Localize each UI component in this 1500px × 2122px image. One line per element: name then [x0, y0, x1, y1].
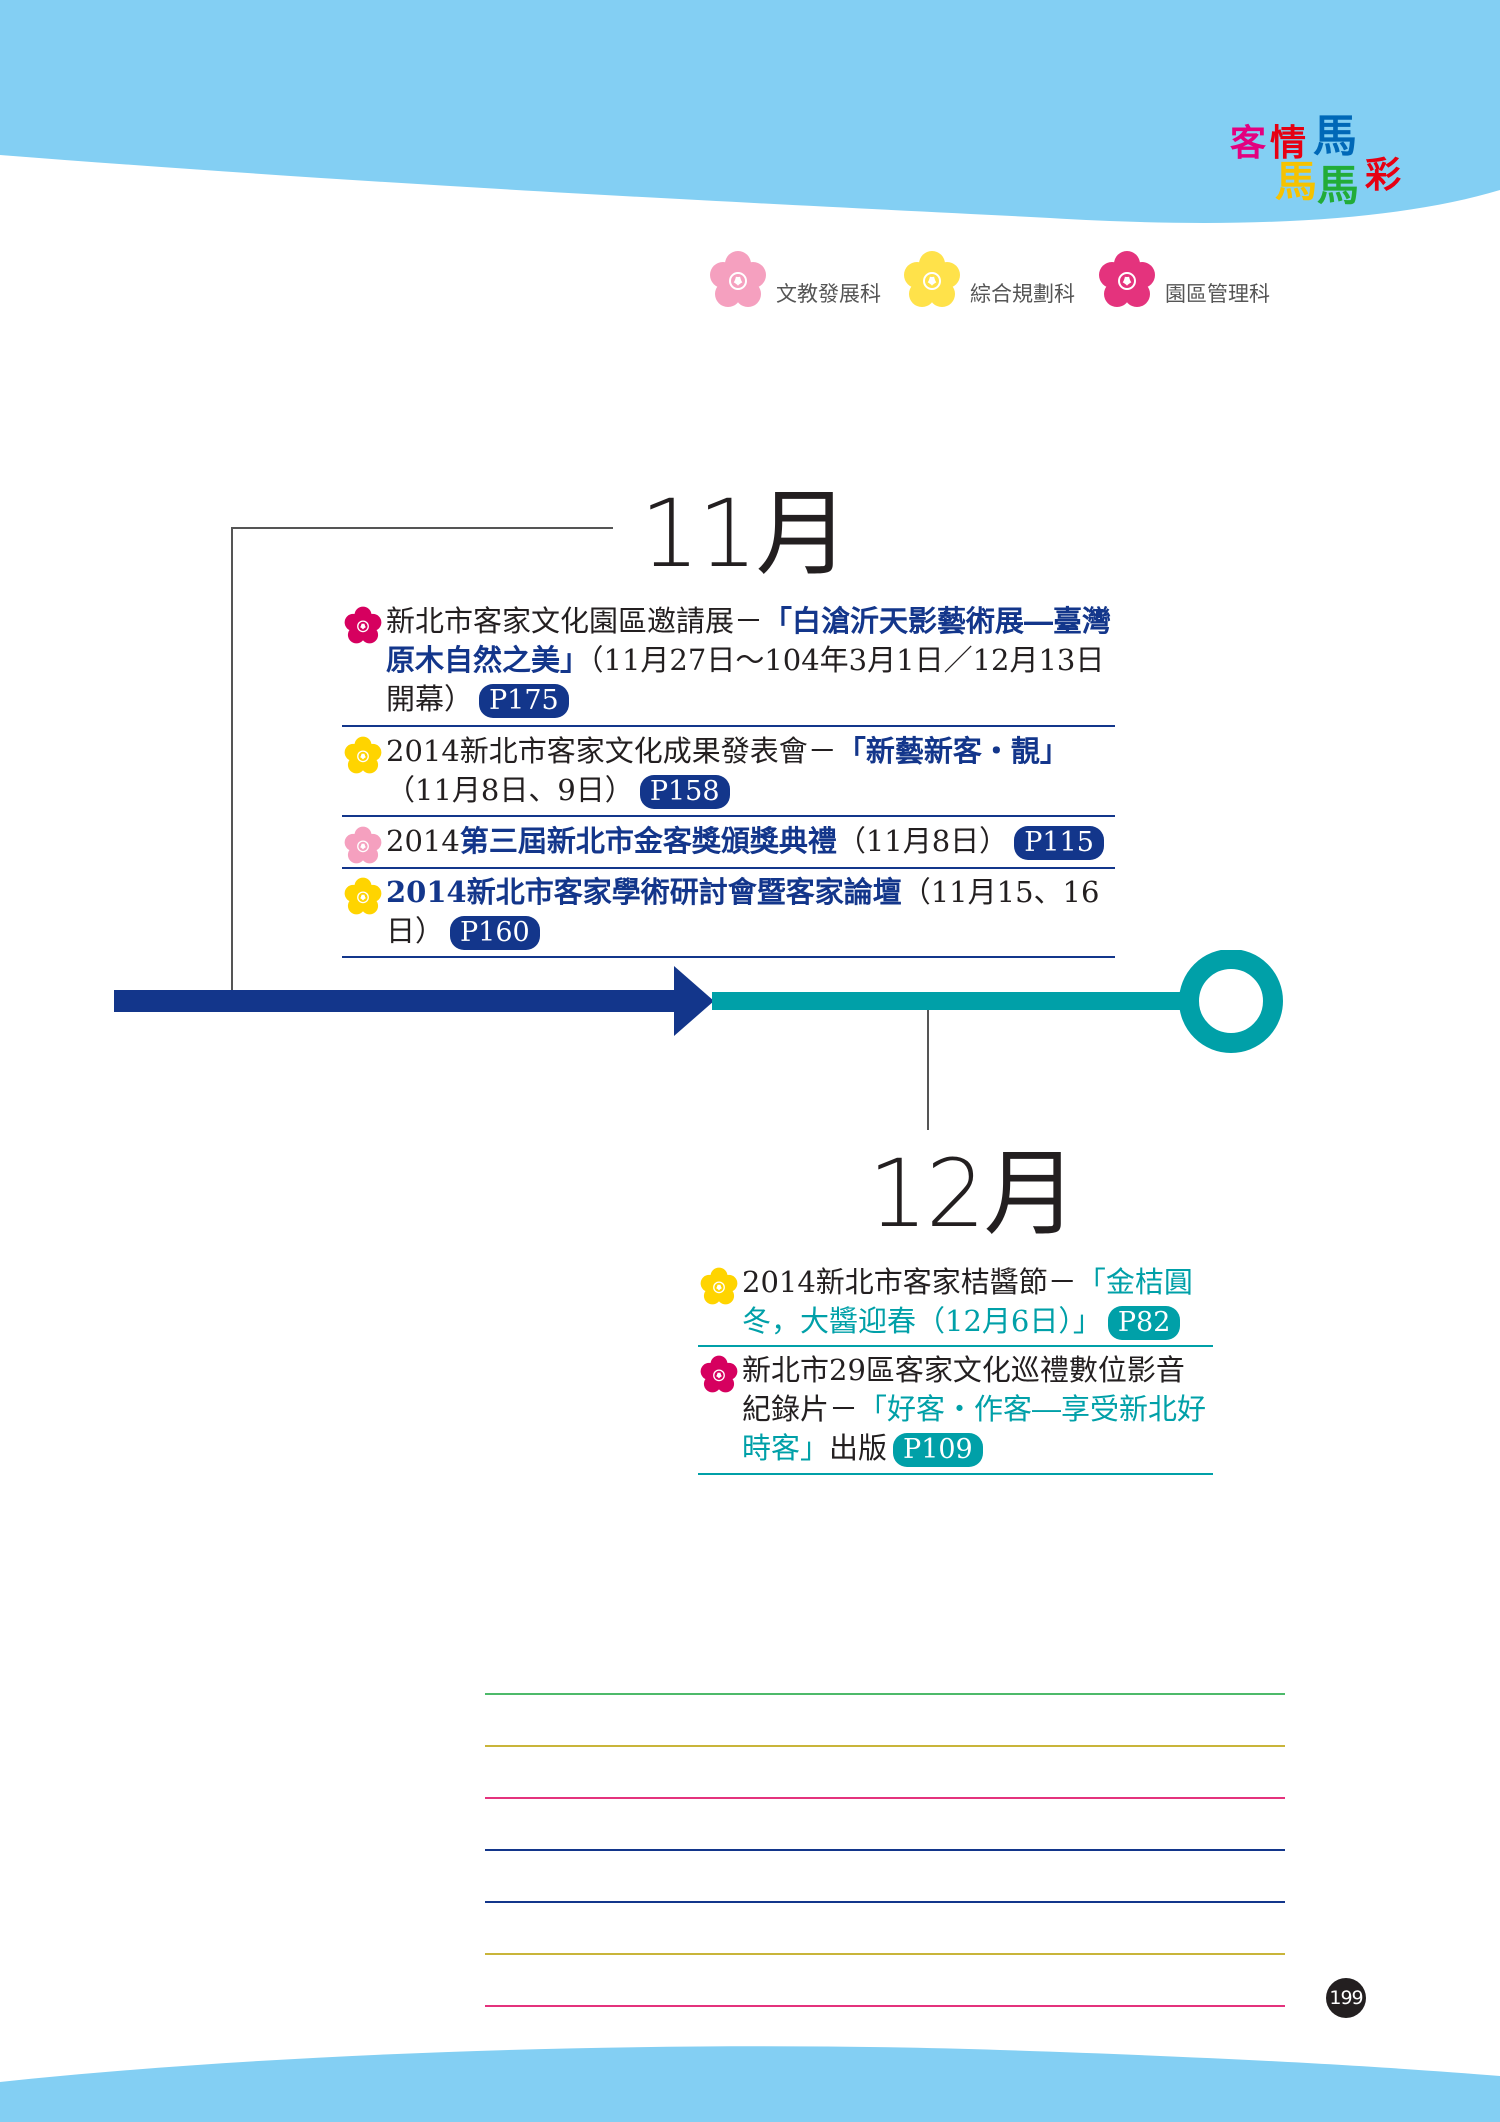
flower-icon [700, 1355, 738, 1393]
note-line [485, 1901, 1285, 1903]
legend-item-planning: 綜合規劃科 [902, 250, 1075, 314]
legend-label: 綜合規劃科 [970, 282, 1075, 306]
event-entry: 新北市客家文化園區邀請展－「白滄沂天影藝術展―臺灣原木自然之美」（11月27日～… [342, 602, 1115, 719]
event-entry: 2014新北市客家桔醬節－「金桔圓冬，大醬迎春（12月6日）」P82 [698, 1263, 1213, 1341]
event-date: （11月15、16日） [386, 875, 1100, 948]
event-entry: 2014新北市客家文化成果發表會－「新藝新客・靚」 （11月8日、9日）P158 [342, 732, 1115, 810]
timeline-arrowhead [674, 966, 714, 1036]
event-date: （11月27日～104年3月1日／12月13日開幕） [386, 643, 1105, 716]
event-text: 2014 [386, 824, 460, 858]
dec-connector-vertical [927, 1004, 929, 1130]
entry-divider [342, 867, 1115, 869]
flower-icon [344, 877, 382, 915]
timeline-end-circle [1179, 950, 1283, 1053]
event-title: 第三屆新北市金客獎頒獎典禮 [459, 824, 837, 858]
page-ref-badge[interactable]: P115 [1014, 826, 1104, 860]
flower-icon [344, 736, 382, 774]
event-text: 新北市29區客家文化巡禮數位影音紀錄片－ [742, 1353, 1185, 1426]
top-wave-shape [0, 0, 1500, 223]
flower-icon [700, 1267, 738, 1305]
event-title: 「白滄沂天影藝術展―臺灣原木自然之美」 [386, 604, 1112, 677]
event-text: 2014新北市客家桔醬節－ [742, 1265, 1077, 1299]
event-entry: 2014新北市客家學術研討會暨客家論壇（11月15、16日）P160 [342, 873, 1115, 951]
flower-icon [904, 251, 960, 307]
legend-label: 文教發展科 [776, 282, 881, 306]
note-line [485, 2005, 1285, 2007]
bottom-wave-shape [0, 2046, 1500, 2122]
timeline-arrow [114, 950, 1283, 1053]
timeline-navy-bar [114, 990, 674, 1012]
note-line [485, 1797, 1285, 1799]
note-line [485, 1745, 1285, 1747]
flower-icon [1099, 251, 1155, 307]
month-title-december: 12月 [868, 1140, 1078, 1249]
event-date: 出版 [829, 1431, 888, 1465]
legend-item-park: 園區管理科 [1097, 250, 1270, 314]
brand-logo: 客 情 馬 馬 馬 彩 [1225, 100, 1415, 210]
legend-item-culture: 文教發展科 [708, 250, 881, 314]
event-date: （11月8日、9日） [386, 773, 634, 807]
page-ref-badge[interactable]: P160 [450, 916, 540, 950]
month-title-november: 11月 [640, 480, 850, 589]
event-title: 「新藝新客・靚」 [836, 734, 1069, 768]
logo-char: 馬 [1317, 161, 1360, 210]
flower-icon [344, 826, 382, 864]
page-ref-badge[interactable]: P82 [1107, 1306, 1181, 1340]
nov-connector-vertical [231, 527, 233, 991]
bottom-wave-banner [0, 2046, 1500, 2122]
event-title: 2014新北市客家學術研討會暨客家論壇 [386, 875, 902, 909]
logo-char: 馬 [1313, 111, 1357, 162]
logo-char: 情 [1270, 123, 1307, 164]
event-text: 新北市客家文化園區邀請展－ [386, 604, 764, 638]
page-ref-badge[interactable]: P175 [479, 684, 569, 718]
note-line [485, 1953, 1285, 1955]
event-title: 「金桔圓冬，大醬迎春（12月6日）」 [742, 1265, 1193, 1338]
nov-connector-horizontal [231, 527, 613, 529]
event-text: 2014新北市客家文化成果發表會－ [386, 734, 837, 768]
logo-char: 客 [1230, 123, 1267, 164]
entry-divider [342, 815, 1115, 817]
event-date: （11月8日） [836, 824, 1009, 858]
entry-divider [698, 1473, 1213, 1475]
note-line [485, 1693, 1285, 1695]
legend-label: 園區管理科 [1165, 282, 1270, 306]
page-number: 199 [1326, 1978, 1366, 2018]
event-title: 「好客・作客―享受新北好時客」 [742, 1392, 1207, 1465]
timeline-teal-bar [712, 992, 1192, 1010]
logo-char: 馬 [1275, 157, 1318, 206]
page-ref-badge[interactable]: P158 [639, 775, 730, 809]
entry-divider [698, 1345, 1213, 1347]
page-ref-badge[interactable]: P109 [893, 1433, 983, 1467]
entry-divider [342, 956, 1115, 958]
logo-char: 彩 [1365, 155, 1402, 196]
top-wave-banner [0, 0, 1500, 223]
flower-icon [710, 251, 766, 307]
note-line [485, 1849, 1285, 1851]
flower-icon [344, 606, 382, 644]
event-entry: 2014第三屆新北市金客獎頒獎典禮（11月8日）P115 [342, 822, 1115, 864]
entry-divider [342, 725, 1115, 727]
